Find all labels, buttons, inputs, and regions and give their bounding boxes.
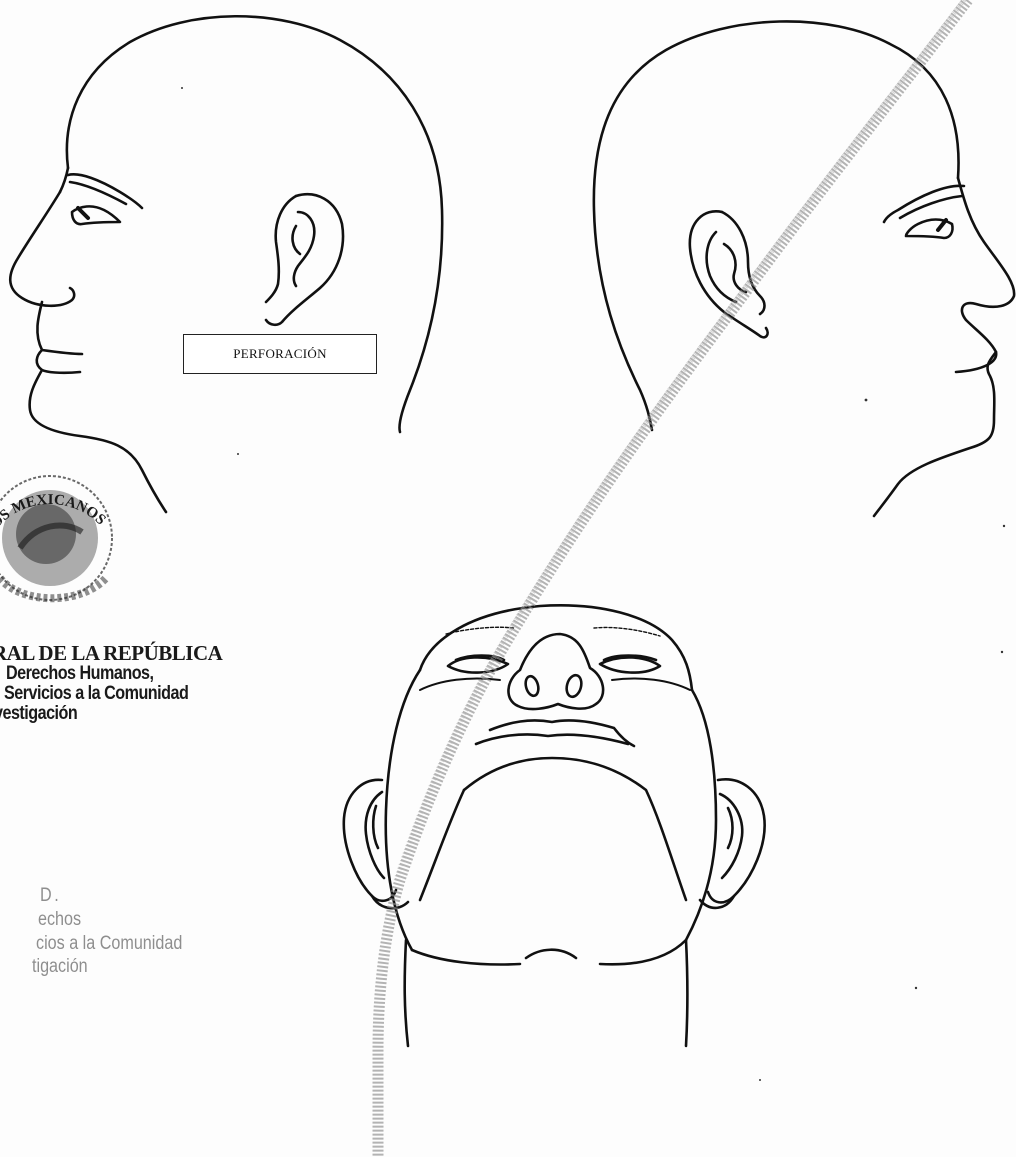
head-profile-right bbox=[594, 21, 1014, 516]
faded-stamp-line-1: D. bbox=[40, 884, 183, 908]
stray-specks bbox=[181, 87, 1005, 1081]
faded-stamp-line-3: cios a la Comunidad bbox=[36, 932, 182, 956]
official-seal: DOS MEXICANOS bbox=[0, 428, 120, 628]
faded-stamp-line-4: tigación bbox=[32, 955, 182, 979]
stamp-line-2: Derechos Humanos, bbox=[6, 664, 196, 684]
photocopy-streak bbox=[378, 0, 968, 1157]
stamp-line-4: vestigación bbox=[0, 704, 195, 724]
head-inferior-view bbox=[344, 605, 765, 1046]
stamp-line-3: Servicios a la Comunidad bbox=[4, 684, 196, 704]
stamp-line-1: RAL DE LA REPÚBLICA bbox=[0, 642, 230, 664]
institution-stamp: RAL DE LA REPÚBLICA Derechos Humanos, Se… bbox=[0, 642, 230, 724]
faded-stamp: D. echos cios a la Comunidad tigación bbox=[30, 884, 208, 979]
perforation-label: PERFORACIÓN bbox=[183, 334, 377, 374]
faded-stamp-line-2: echos bbox=[38, 908, 183, 932]
